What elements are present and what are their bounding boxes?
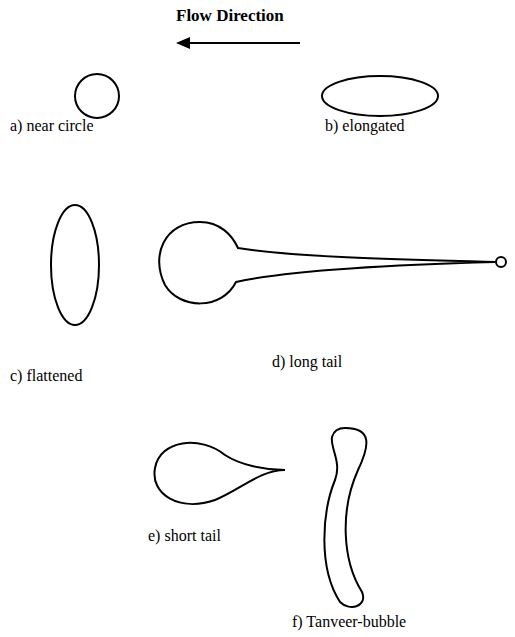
flow-arrow-head	[176, 37, 190, 49]
shape-caption: f) Tanveer-bubble	[292, 612, 406, 631]
tanveer-bubble	[324, 428, 366, 607]
long-tail-bubble	[159, 222, 495, 303]
tail-droplet	[496, 257, 506, 267]
flattened-bubble	[51, 205, 99, 325]
flow-direction-heading: Flow Direction	[176, 6, 284, 26]
shape-caption: b) elongated	[325, 116, 405, 135]
near-circle-bubble	[75, 74, 119, 118]
flow-arrow-line	[186, 42, 300, 44]
shape-caption: d) long tail	[272, 352, 342, 371]
shape-caption: e) short tail	[148, 526, 221, 545]
shape-caption: c) flattened	[10, 366, 82, 385]
elongated-bubble	[322, 76, 438, 116]
short-tail-bubble	[154, 443, 285, 504]
shape-caption: a) near circle	[10, 116, 93, 135]
